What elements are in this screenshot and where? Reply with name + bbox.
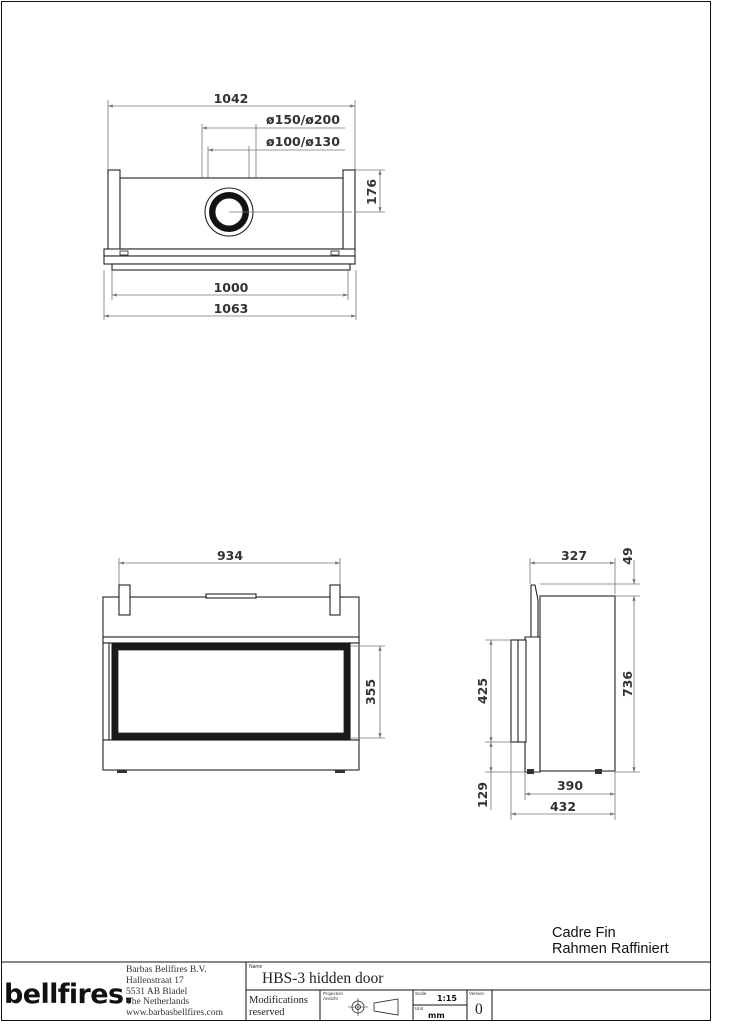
dim-side-depth: 327 xyxy=(561,548,587,563)
dim-flue-small: ø100/ø130 xyxy=(266,134,340,149)
name-label: Name xyxy=(249,964,263,970)
title-block: bellfires. Barbas Bellfires B.V. Hallens… xyxy=(1,961,710,1020)
dim-total-width: 1063 xyxy=(214,301,249,316)
projection-symbol-icon xyxy=(348,998,399,1016)
dim-top-width-outer: 1042 xyxy=(214,91,249,106)
dim-side-opening-height: 425 xyxy=(475,678,490,704)
dim-inner-width: 1000 xyxy=(214,280,249,295)
version-label: Version xyxy=(469,991,485,996)
scale-value: 1:15 xyxy=(437,994,457,1003)
scale-label: Scale xyxy=(415,991,427,996)
front-view: 934 355 xyxy=(102,548,385,773)
projection-label-2: Ansicht xyxy=(323,996,339,1001)
company-website: www.barbasbellfires.com xyxy=(126,1007,224,1018)
bellfires-logo: bellfires. xyxy=(4,979,133,1010)
glass-panel xyxy=(117,649,345,734)
caption-line-1: Cadre Fin xyxy=(552,925,616,941)
projection-label-1: Projection xyxy=(323,991,344,996)
dim-side-top-offset: 49 xyxy=(620,547,635,564)
company-country: The Netherlands xyxy=(126,997,189,1007)
dim-side-depth-base: 390 xyxy=(557,778,583,793)
company-name: Barbas Bellfires B.V. xyxy=(126,964,207,975)
company-street: Hallenstraat 17 xyxy=(126,976,184,986)
dim-glass-height: 355 xyxy=(363,679,378,705)
dim-flue-large: ø150/ø200 xyxy=(266,112,340,127)
caption-line-2: Rahmen Raffiniert xyxy=(552,941,669,957)
side-view: 327 49 736 425 129 390 xyxy=(475,547,640,820)
modifications-line-1: Modifications xyxy=(249,995,308,1006)
dim-top-depth: 176 xyxy=(364,179,379,205)
company-postcode: 5531 AB Bladel xyxy=(126,987,188,997)
top-view: 1042 ø150/ø200 ø100/ø130 176 xyxy=(103,91,385,320)
sheet-border xyxy=(1,1,711,1021)
modifications-line-2: reserved xyxy=(249,1007,285,1018)
version-value: 0 xyxy=(475,1001,483,1018)
dim-side-base-height: 129 xyxy=(475,782,490,808)
dim-side-depth-total: 432 xyxy=(550,799,576,814)
unit-value: mm xyxy=(428,1011,445,1020)
dim-front-width: 934 xyxy=(217,548,243,563)
drawing-name: HBS-3 hidden door xyxy=(262,970,384,987)
unit-label: Unit xyxy=(415,1006,424,1011)
dim-side-height: 736 xyxy=(620,671,635,697)
